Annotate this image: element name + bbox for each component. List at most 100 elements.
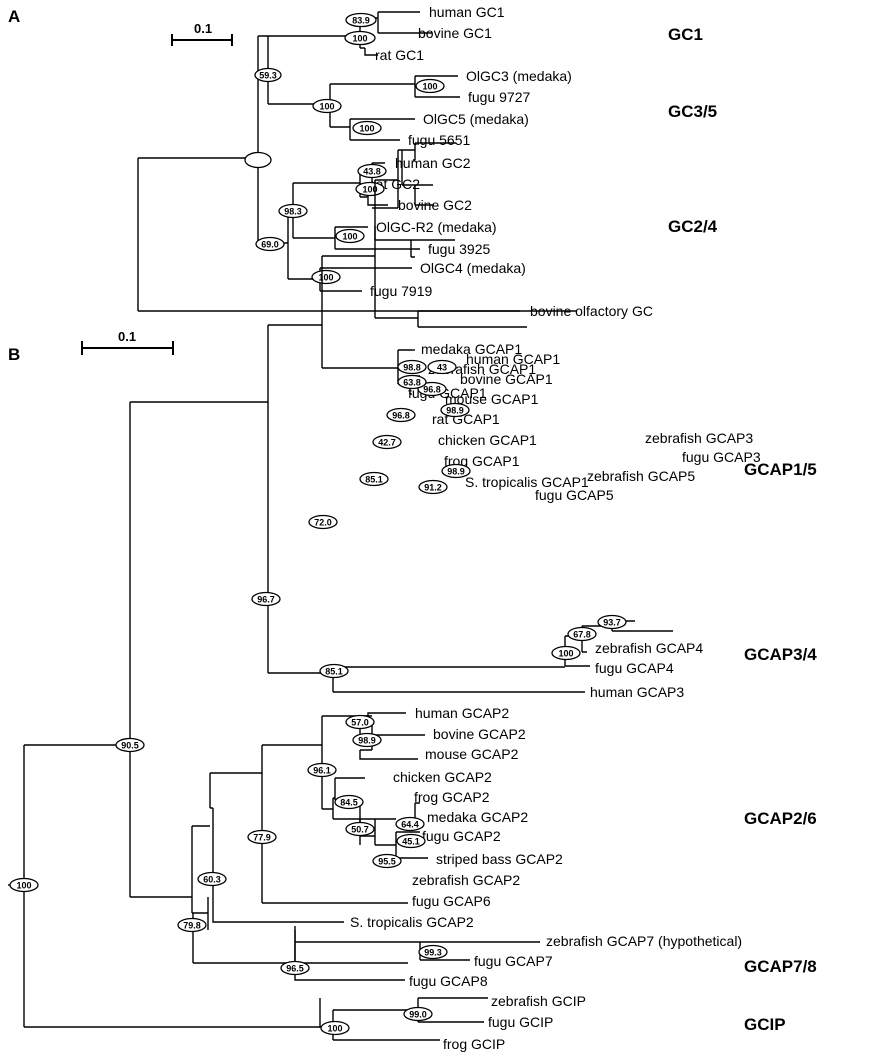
- svg-text:100: 100: [352, 34, 367, 44]
- bootstrap-node: 100: [355, 181, 385, 197]
- leaf-label: fugu 7919: [370, 283, 432, 299]
- clade-label: GC2/4: [668, 217, 718, 236]
- svg-text:63.8: 63.8: [403, 378, 421, 388]
- svg-text:99.0: 99.0: [409, 1010, 427, 1020]
- leaf-label: zebrafish GCAP3: [645, 430, 753, 446]
- svg-text:98.9: 98.9: [446, 406, 464, 416]
- svg-text:96.8: 96.8: [423, 385, 441, 395]
- leaf-label: human GC2: [395, 155, 471, 171]
- svg-text:96.7: 96.7: [257, 595, 275, 605]
- leaf-label: fugu GCAP5: [535, 487, 614, 503]
- svg-text:99.3: 99.3: [424, 948, 442, 958]
- leaf-label: rat GC1: [375, 47, 424, 63]
- panel-b-scale-bar: 0.1: [81, 329, 174, 355]
- leaf-label: fugu GCAP8: [409, 973, 488, 989]
- svg-text:100: 100: [342, 232, 357, 242]
- leaf-label: bovine GCAP1: [460, 371, 553, 387]
- panel-a-group-labels: GC1 GC3/5 GC2/4: [668, 25, 718, 236]
- leaf-label: human GCAP1: [466, 351, 560, 367]
- bootstrap-node: 100: [312, 98, 342, 114]
- bootstrap-node: 50.7: [345, 821, 375, 837]
- svg-text:90.5: 90.5: [121, 741, 139, 751]
- bootstrap-node: 79.8: [177, 917, 207, 933]
- bootstrap-node: 100: [311, 269, 341, 285]
- svg-text:100: 100: [422, 82, 437, 92]
- bootstrap-node: 100: [352, 120, 382, 136]
- leaf-label: fugu 3925: [428, 241, 490, 257]
- svg-text:60.3: 60.3: [203, 875, 221, 885]
- svg-text:59.3: 59.3: [259, 71, 277, 81]
- svg-text:72.0: 72.0: [314, 518, 332, 528]
- bootstrap-node: 100: [320, 1020, 350, 1036]
- svg-text:98.9: 98.9: [447, 467, 465, 477]
- svg-text:64.4: 64.4: [401, 820, 419, 830]
- leaf-label: fugu GCAP3: [682, 449, 761, 465]
- svg-text:45.1: 45.1: [402, 837, 420, 847]
- leaf-label: OlGC5 (medaka): [423, 111, 529, 127]
- svg-text:100: 100: [319, 102, 334, 112]
- svg-text:42.7: 42.7: [378, 438, 396, 448]
- leaf-label: bovine olfactory GC: [530, 303, 653, 319]
- leaf-label: fugu GCAP2: [422, 828, 501, 844]
- bootstrap-node: 57.0: [345, 714, 375, 730]
- leaf-label: S. tropicalis GCAP1: [465, 474, 589, 490]
- bootstrap-node: 91.2: [418, 479, 448, 495]
- leaf-label: fugu GCIP: [488, 1014, 553, 1030]
- clade-label: GCAP7/8: [744, 957, 817, 976]
- leaf-label: human GCAP2: [415, 705, 509, 721]
- bootstrap-node: 100: [9, 877, 39, 893]
- leaf-label: fugu 5651: [408, 132, 470, 148]
- bootstrap-node: 83.9: [345, 12, 377, 28]
- panel-a-scale-label: 0.1: [194, 21, 212, 36]
- svg-text:96.1: 96.1: [313, 766, 331, 776]
- leaf-label: striped bass GCAP2: [436, 851, 563, 867]
- svg-text:91.2: 91.2: [424, 483, 442, 493]
- svg-text:100: 100: [318, 273, 333, 283]
- clade-label: GC3/5: [668, 102, 717, 121]
- leaf-label: human GC1: [429, 4, 505, 20]
- bootstrap-node: 42.7: [372, 434, 402, 450]
- bootstrap-node: 90.5: [115, 737, 145, 753]
- panel-a-bootstrap-values: 83.9 100 59.3 100 100 100 43.8 100 98.3 …: [244, 12, 445, 285]
- bootstrap-node: 43: [427, 359, 457, 375]
- svg-text:93.7: 93.7: [603, 618, 621, 628]
- leaf-label: human GCAP3: [590, 684, 684, 700]
- leaf-label: frog GCIP: [443, 1036, 505, 1052]
- bootstrap-node: 93.7: [597, 614, 627, 630]
- bootstrap-node: 63.8: [397, 374, 427, 390]
- bootstrap-node: 45.1: [396, 833, 426, 849]
- bootstrap-node: 59.3: [254, 67, 282, 83]
- leaf-label: S. tropicalis GCAP2: [350, 914, 474, 930]
- svg-text:79.8: 79.8: [183, 921, 201, 931]
- leaf-label: bovine GC1: [418, 25, 492, 41]
- bootstrap-node: 100: [344, 30, 376, 46]
- svg-text:96.5: 96.5: [286, 964, 304, 974]
- bootstrap-node: 96.8: [386, 407, 416, 423]
- svg-text:100: 100: [362, 185, 377, 195]
- leaf-label: chicken GCAP1: [438, 432, 537, 448]
- leaf-label: zebrafish GCAP2: [412, 872, 520, 888]
- panel-b-group-labels: GCAP1/5 GCAP3/4 GCAP2/6 GCAP7/8 GCIP: [744, 460, 817, 1034]
- svg-text:43.8: 43.8: [363, 167, 381, 177]
- bootstrap-node: 77.9: [247, 829, 277, 845]
- svg-text:43: 43: [437, 363, 447, 373]
- clade-label: GCIP: [744, 1015, 786, 1034]
- leaf-label: zebrafish GCAP4: [595, 640, 703, 656]
- svg-text:85.1: 85.1: [365, 475, 383, 485]
- bootstrap-node: 100: [415, 78, 445, 94]
- svg-text:96.8: 96.8: [392, 411, 410, 421]
- panel-a-scale-bar: 0.1: [171, 21, 233, 46]
- leaf-label: OlGC4 (medaka): [420, 260, 526, 276]
- bootstrap-node: 99.0: [403, 1006, 433, 1022]
- bootstrap-node: 98.9: [441, 463, 471, 479]
- svg-text:98.8: 98.8: [403, 363, 421, 373]
- leaf-label: mouse GCAP1: [445, 391, 539, 407]
- leaf-label: fugu GCAP6: [412, 893, 491, 909]
- leaf-label: zebrafish GCAP7 (hypothetical): [546, 933, 742, 949]
- svg-text:67.8: 67.8: [573, 630, 591, 640]
- panel-b-label: B: [8, 345, 20, 364]
- bootstrap-node: 64.4: [395, 816, 425, 832]
- svg-text:100: 100: [558, 649, 573, 659]
- svg-text:69.0: 69.0: [261, 240, 279, 250]
